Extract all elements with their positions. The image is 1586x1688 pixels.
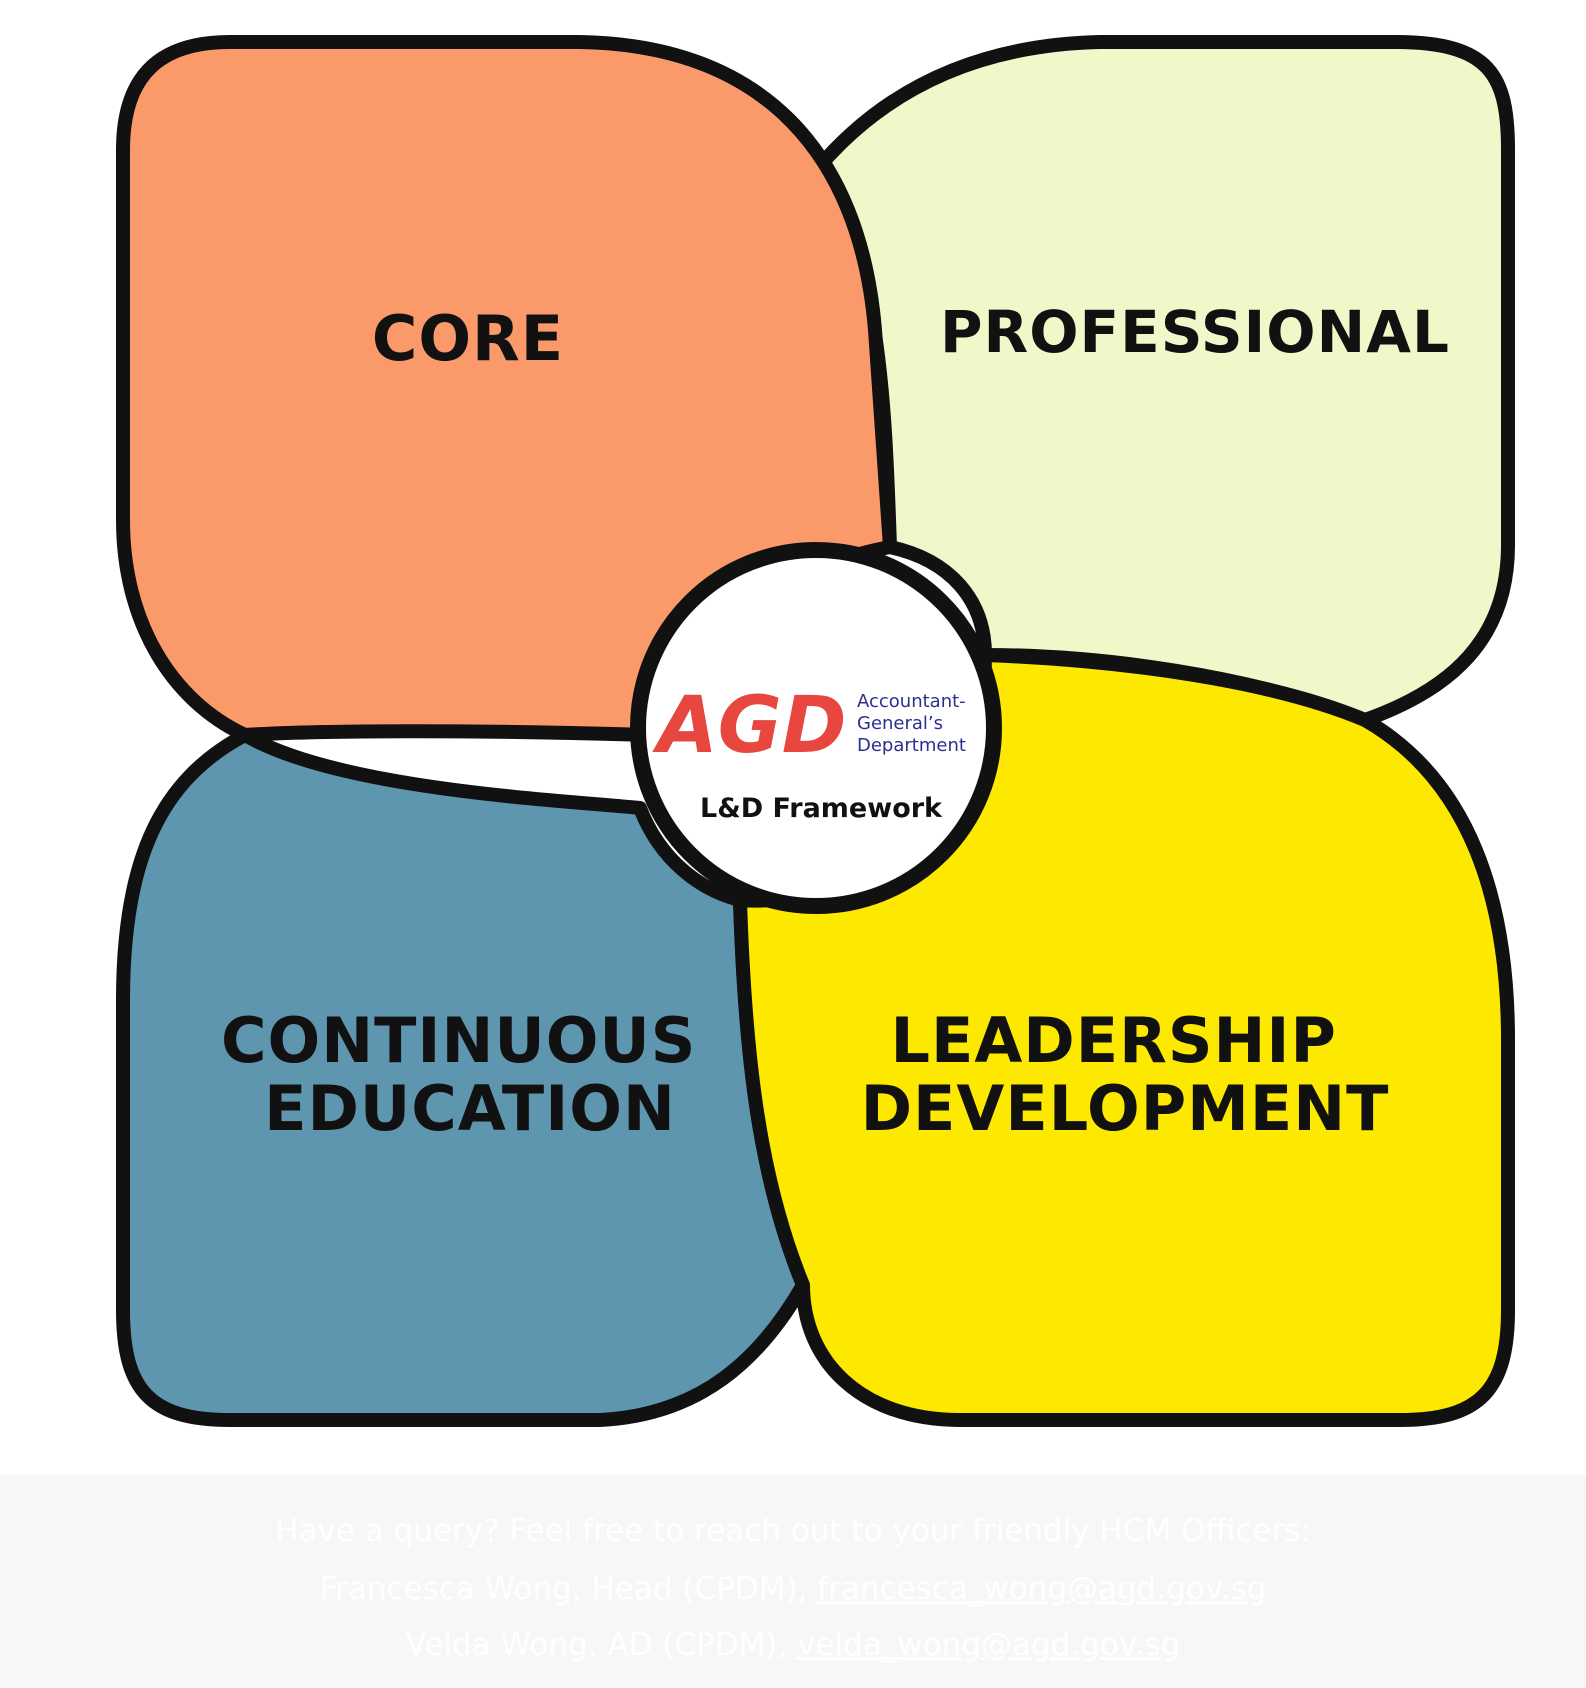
- contact-2-name: Velda Wong, AD (CPDM),: [405, 1627, 798, 1663]
- agd-logo-mark: AGD: [651, 681, 846, 771]
- label-professional: PROFESSIONAL: [940, 298, 1450, 366]
- footer-contact-1: Francesca Wong, Head (CPDM), francesca_w…: [0, 1571, 1586, 1607]
- agd-logo-text: Accountant- General’s Department: [857, 691, 971, 756]
- contact-2-email-link[interactable]: velda_wong@agd.gov.sg: [797, 1627, 1181, 1663]
- contact-footer: Have a query? Feel free to reach out to …: [0, 1475, 1586, 1688]
- ld-framework-diagram: CORE PROFESSIONAL CONTINUOUS EDUCATION L…: [116, 35, 1515, 1427]
- contact-1-name: Francesca Wong, Head (CPDM),: [319, 1571, 818, 1607]
- footer-contact-2: Velda Wong, AD (CPDM), velda_wong@agd.go…: [0, 1627, 1586, 1663]
- agd-logo: AGD Accountant- General’s Department: [651, 681, 971, 771]
- contact-1-email-link[interactable]: francesca_wong@agd.gov.sg: [817, 1571, 1267, 1607]
- center-circle: [630, 542, 1002, 914]
- label-continuous-education: CONTINUOUS EDUCATION: [221, 1004, 719, 1145]
- petal-core: [116, 35, 897, 742]
- center-caption: L&D Framework: [700, 793, 943, 824]
- footer-query-text: Have a query? Feel free to reach out to …: [275, 1513, 1311, 1549]
- label-leadership-development: LEADERSHIP DEVELOPMENT: [861, 1004, 1390, 1145]
- label-core: CORE: [372, 302, 564, 375]
